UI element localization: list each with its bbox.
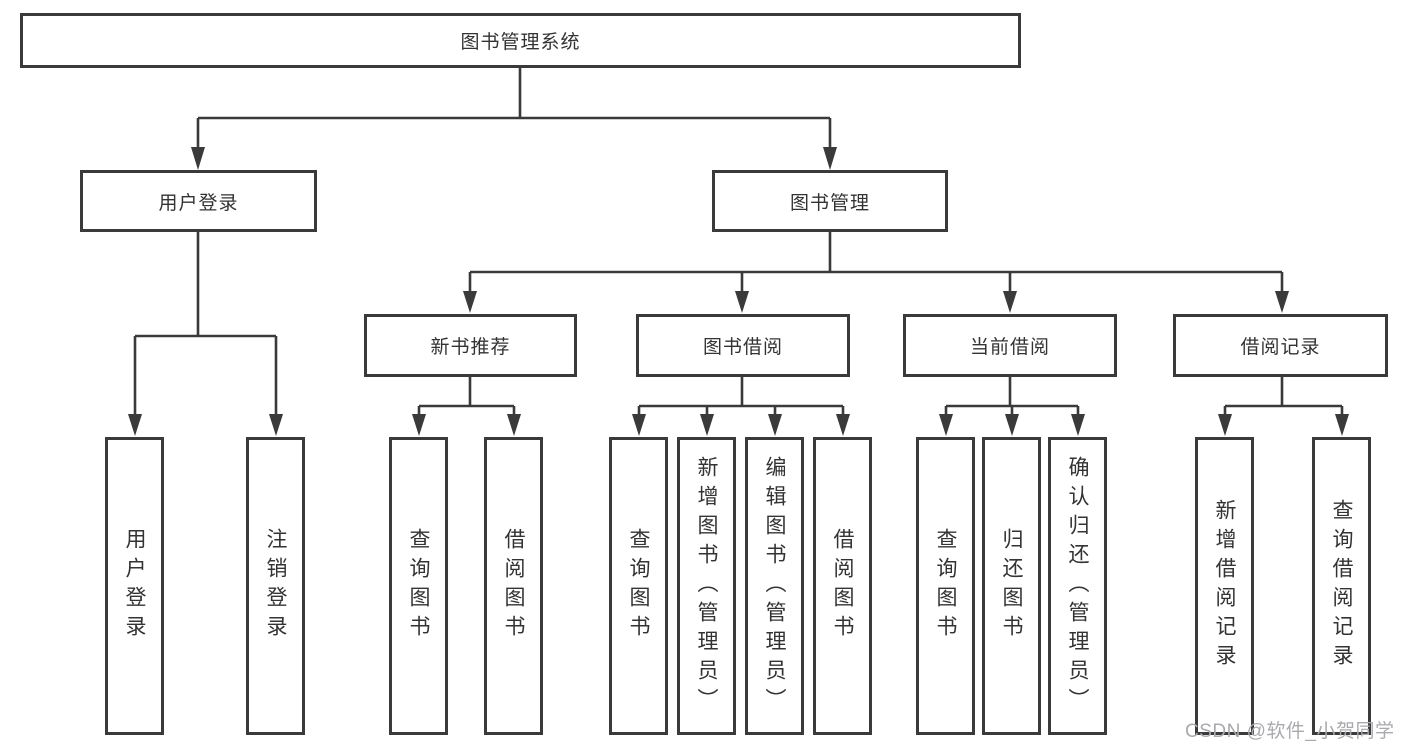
- leaf-add-book-admin: 新增图书（管理员）: [677, 437, 736, 735]
- leaf-query-books-newbook: 查询图书: [389, 437, 448, 735]
- leaf-confirm-return-admin: 确认归还（管理员）: [1048, 437, 1107, 735]
- leaf-borrow-books-borrow-label: 借阅图书: [831, 528, 854, 644]
- node-current-borrow: 当前借阅: [903, 314, 1117, 377]
- leaf-confirm-return-admin-label: 确认归还（管理员）: [1066, 455, 1089, 717]
- node-user-login-label: 用户登录: [158, 192, 239, 214]
- leaf-query-books-current-label: 查询图书: [934, 528, 957, 644]
- node-book-management: 图书管理: [712, 170, 948, 232]
- leaf-query-borrow-record-label: 查询借阅记录: [1330, 499, 1353, 673]
- node-user-login: 用户登录: [80, 170, 317, 232]
- node-book-management-label: 图书管理: [789, 192, 870, 214]
- leaf-edit-book-admin: 编辑图书（管理员）: [745, 437, 804, 735]
- node-root: 图书管理系统: [20, 13, 1021, 68]
- csdn-watermark: CSDN @软件_小贺同学: [1185, 721, 1395, 742]
- leaf-borrow-books-borrow: 借阅图书: [813, 437, 872, 735]
- leaf-query-books-borrow-label: 查询图书: [627, 528, 650, 644]
- leaf-query-books-newbook-label: 查询图书: [407, 528, 430, 644]
- leaf-query-books-current: 查询图书: [916, 437, 975, 735]
- node-borrow-record-label: 借阅记录: [1240, 337, 1321, 358]
- leaf-add-book-admin-label: 新增图书（管理员）: [695, 455, 718, 717]
- arrowheads: [128, 147, 1349, 436]
- leaf-logout-label: 注销登录: [264, 528, 287, 644]
- leaf-edit-book-admin-label: 编辑图书（管理员）: [763, 455, 786, 717]
- leaf-query-books-borrow: 查询图书: [609, 437, 668, 735]
- node-borrow-record: 借阅记录: [1173, 314, 1388, 377]
- leaf-add-borrow-record-label: 新增借阅记录: [1213, 499, 1236, 673]
- leaf-logout: 注销登录: [246, 437, 305, 735]
- leaf-query-borrow-record: 查询借阅记录: [1312, 437, 1371, 735]
- connector-group: [133, 68, 1344, 416]
- leaf-borrow-books-newbook-label: 借阅图书: [502, 528, 525, 644]
- node-new-book-recommend: 新书推荐: [364, 314, 577, 377]
- leaf-user-login: 用户登录: [105, 437, 164, 735]
- node-book-borrow: 图书借阅: [636, 314, 850, 377]
- node-current-borrow-label: 当前借阅: [969, 337, 1050, 358]
- leaf-borrow-books-newbook: 借阅图书: [484, 437, 543, 735]
- node-root-label: 图书管理系统: [460, 32, 581, 53]
- leaf-return-book-label: 归还图书: [1000, 528, 1023, 644]
- node-new-book-recommend-label: 新书推荐: [430, 337, 511, 358]
- leaf-return-book: 归还图书: [982, 437, 1041, 735]
- leaf-user-login-label: 用户登录: [123, 528, 146, 644]
- leaf-add-borrow-record: 新增借阅记录: [1195, 437, 1254, 735]
- node-book-borrow-label: 图书借阅: [702, 337, 783, 358]
